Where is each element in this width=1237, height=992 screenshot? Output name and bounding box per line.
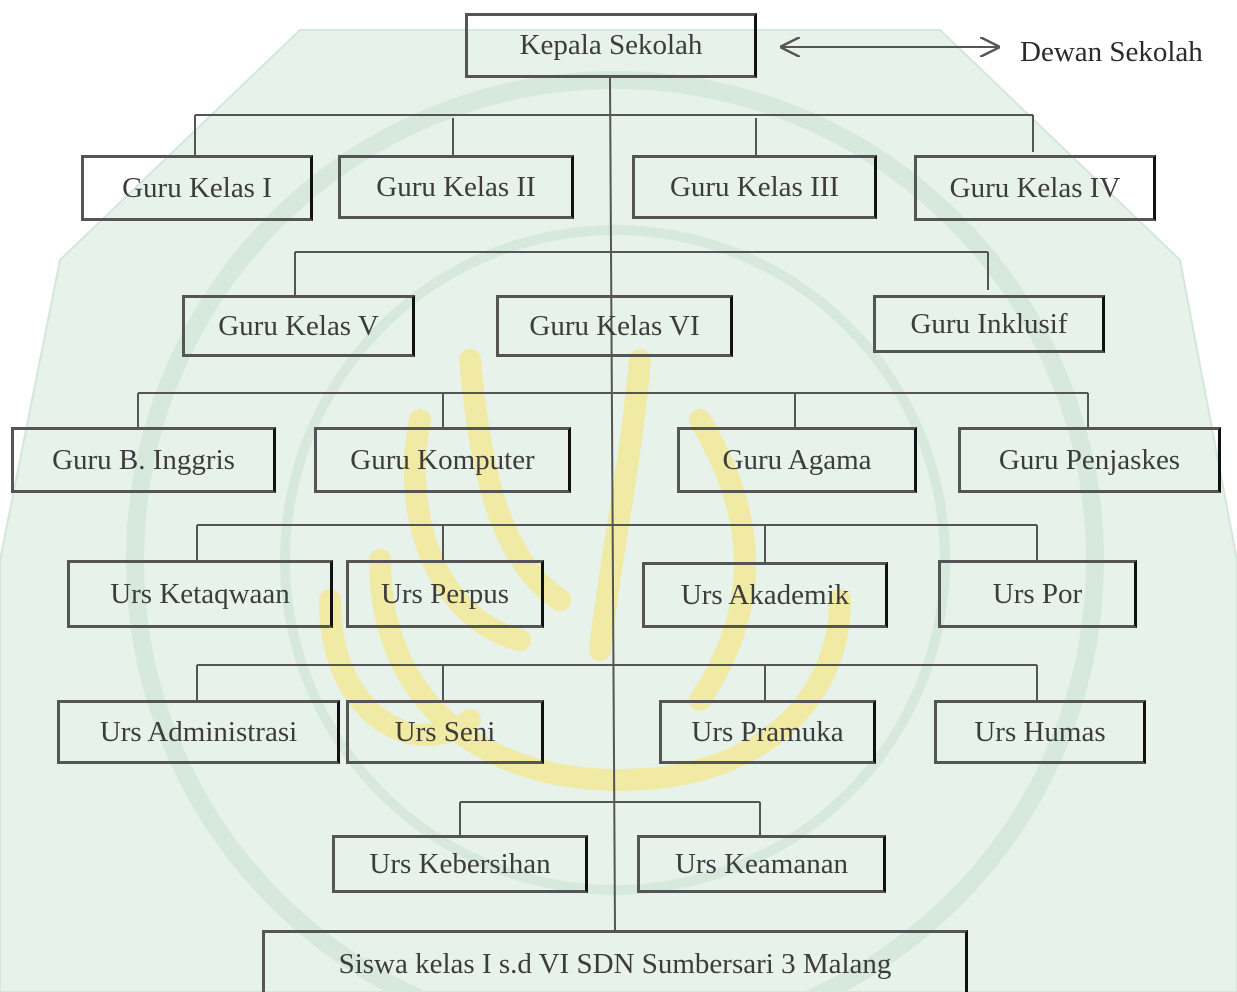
node-kepala-sekolah: Kepala Sekolah (465, 13, 757, 78)
node-urs-kebersihan: Urs Kebersihan (332, 835, 588, 893)
node-guru-kelas-5: Guru Kelas V (182, 295, 415, 357)
node-guru-kelas-1: Guru Kelas I (81, 155, 313, 221)
node-guru-kelas-4: Guru Kelas IV (914, 155, 1156, 221)
node-urs-akademik: Urs Akademik (642, 562, 888, 628)
node-guru-penjaskes: Guru Penjaskes (958, 427, 1221, 493)
node-guru-b-inggris: Guru B. Inggris (11, 427, 276, 493)
node-guru-kelas-6: Guru Kelas VI (496, 295, 733, 357)
node-urs-pramuka: Urs Pramuka (659, 700, 876, 764)
node-guru-komputer: Guru Komputer (314, 427, 571, 493)
node-dewan-sekolah: Dewan Sekolah (1020, 36, 1203, 68)
node-urs-administrasi: Urs Administrasi (57, 700, 340, 764)
node-urs-ketaqwaan: Urs Ketaqwaan (67, 560, 333, 628)
node-urs-keamanan: Urs Keamanan (637, 835, 886, 893)
node-urs-seni: Urs Seni (346, 700, 544, 764)
node-urs-perpus: Urs Perpus (346, 560, 544, 628)
node-urs-por: Urs Por (938, 560, 1137, 628)
node-guru-kelas-2: Guru Kelas II (338, 155, 574, 219)
node-siswa: Siswa kelas I s.d VI SDN Sumbersari 3 Ma… (262, 930, 968, 992)
node-guru-inklusif: Guru Inklusif (873, 295, 1105, 353)
node-guru-kelas-3: Guru Kelas III (632, 155, 877, 219)
node-guru-agama: Guru Agama (677, 427, 917, 493)
main-spine-line (609, 77, 616, 931)
node-urs-humas: Urs Humas (934, 700, 1146, 764)
